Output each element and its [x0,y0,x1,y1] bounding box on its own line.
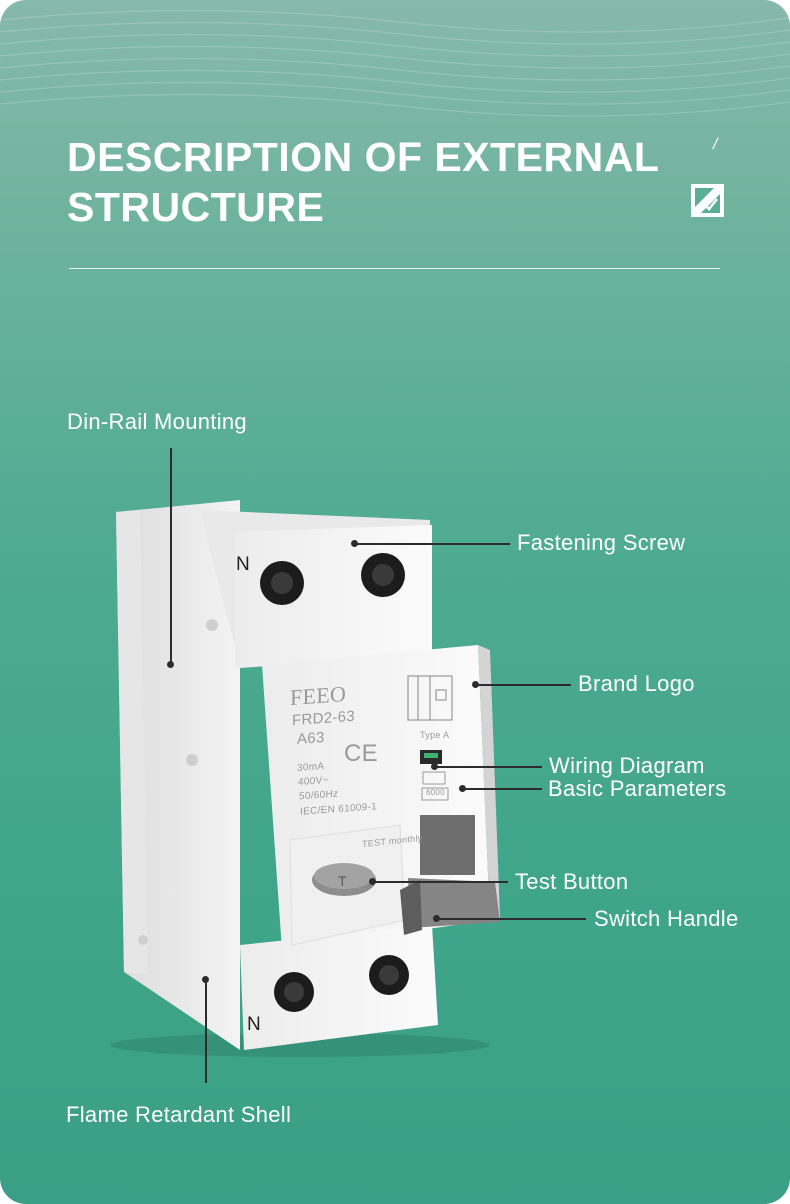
switch-handle-dot [433,915,440,922]
wiring-diagram-label: Wiring Diagram [549,753,705,778]
basic-parameters-leader [464,788,542,790]
din-rail-label: Din-Rail Mounting [67,409,247,434]
device-capacity: 6000 [426,788,445,797]
device-param-1: 30mA [297,761,325,774]
brand-logo-leader [477,684,571,686]
test-button-leader [374,881,508,883]
din-rail-leader [170,448,172,664]
flame-shell-leader [205,980,207,1083]
fastening-screw-leader [356,543,510,545]
title-line-1: DESCRIPTION OF EXTERNAL [67,134,660,180]
wave-pattern [0,9,790,117]
flame-shell-dot [202,976,209,983]
device-param-2: 400V~ [298,774,329,789]
page-title: DESCRIPTION OF EXTERNAL STRUCTURE [67,132,659,232]
basic-parameters-label: Basic Parameters [548,776,727,801]
rcbo-device-image [110,500,500,1057]
basic-parameters-dot [459,785,466,792]
ce-mark: CE [344,740,378,767]
test-button-dot [369,878,376,885]
terminal-bottom-label: N [247,1014,262,1035]
switch-handle-label: Switch Handle [594,906,739,931]
brand-logo-icon [691,184,724,217]
device-rating: A63 [297,729,325,748]
wiring-diagram-dot [431,763,438,770]
test-button-label: Test Button [515,869,629,894]
corner-mark: / [713,136,718,153]
din-rail-dot [167,661,174,668]
brand-logo-dot [472,681,479,688]
title-line-2: STRUCTURE [67,184,325,230]
test-key: T [338,873,347,889]
wiring-diagram-leader [436,766,542,768]
brand-logo-label: Brand Logo [578,671,695,696]
flame-shell-label: Flame Retardant Shell [66,1102,292,1127]
fastening-screw-label: Fastening Screw [517,530,686,555]
switch-handle-leader [438,918,586,920]
fastening-screw-dot [351,540,358,547]
device-type: Type A [420,730,450,740]
title-divider [69,268,720,269]
terminal-top-label: N [236,554,251,575]
